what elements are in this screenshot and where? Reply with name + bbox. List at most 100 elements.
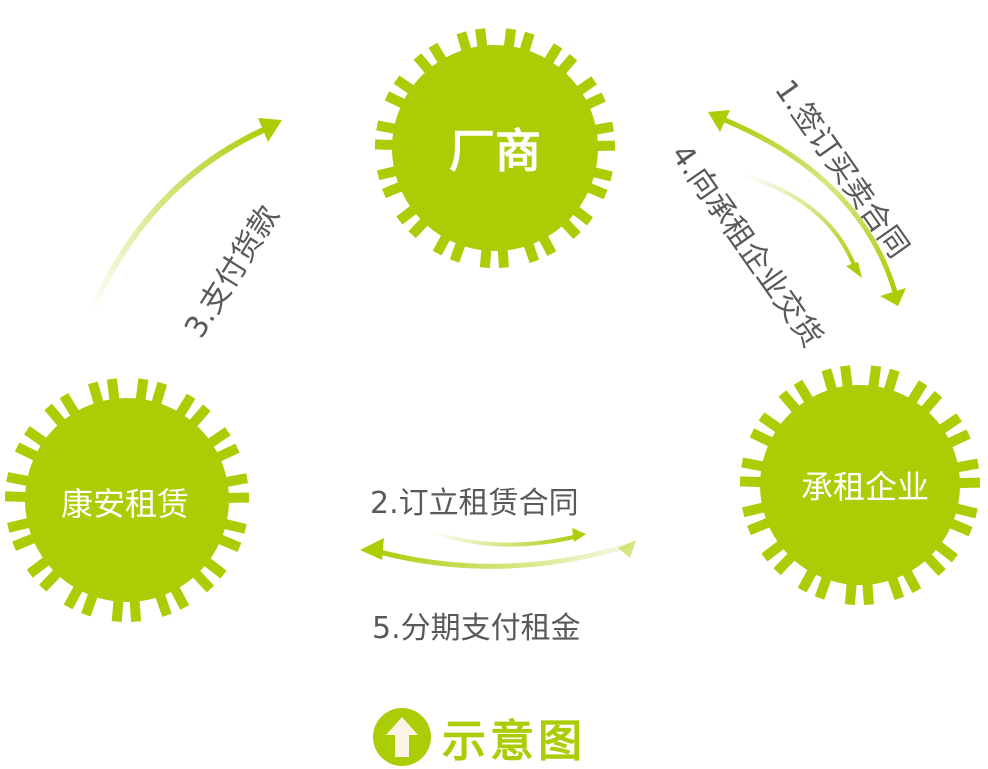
gear-tooth bbox=[155, 383, 162, 406]
gear-tooth bbox=[455, 241, 462, 261]
gear-tooth bbox=[947, 434, 969, 444]
arrow-head-step5 bbox=[360, 538, 384, 560]
gear-tooth bbox=[762, 416, 782, 430]
arrow-head-step4 bbox=[846, 262, 862, 278]
gear-tooth bbox=[592, 127, 613, 131]
gear-tooth bbox=[485, 247, 487, 268]
gear-tooth bbox=[384, 186, 403, 194]
gear-tooth bbox=[48, 407, 64, 425]
gear-tooth bbox=[64, 396, 76, 417]
gear-tooth bbox=[399, 208, 416, 221]
gear-tooth bbox=[820, 575, 828, 598]
gear-tooth bbox=[179, 396, 192, 416]
step2-label: 2.订立租赁合同 bbox=[370, 478, 579, 522]
gear-tooth bbox=[216, 448, 238, 458]
gear-tooth bbox=[17, 447, 39, 457]
gear-tooth bbox=[194, 572, 210, 590]
gear-tooth bbox=[749, 521, 771, 530]
gear-tooth bbox=[936, 544, 955, 559]
gear-tooth bbox=[591, 171, 611, 176]
legend: 示意图 bbox=[372, 705, 586, 769]
gear-tooth bbox=[948, 522, 970, 531]
gear-tooth bbox=[743, 507, 766, 512]
gear-tooth bbox=[740, 481, 764, 482]
gear-tooth bbox=[417, 56, 431, 72]
gear-tooth bbox=[782, 393, 798, 411]
gear-tooth bbox=[585, 97, 604, 106]
gear-tooth bbox=[560, 57, 574, 73]
gear-tooth bbox=[93, 383, 100, 406]
gear-tooth bbox=[205, 560, 224, 575]
gear-tooth bbox=[586, 186, 605, 194]
gear-tooth bbox=[223, 478, 247, 482]
node-lessee: 承租企业 bbox=[801, 462, 929, 508]
gear-tooth bbox=[573, 209, 590, 222]
gear-tooth bbox=[68, 586, 80, 607]
gear-tooth bbox=[208, 431, 228, 445]
gear-tooth bbox=[577, 80, 594, 92]
gear-tooth bbox=[191, 408, 207, 426]
gear-tooth bbox=[433, 45, 444, 63]
gear-tooth bbox=[86, 592, 94, 615]
gear-tooth bbox=[802, 569, 814, 590]
gear-tooth bbox=[173, 586, 184, 607]
gear-tooth bbox=[826, 370, 833, 393]
gear-tooth bbox=[954, 464, 978, 468]
arrow-up-circle-icon bbox=[372, 707, 432, 767]
gear-tooth bbox=[222, 523, 245, 529]
gear-tooth bbox=[845, 366, 848, 390]
gear-tooth bbox=[542, 235, 552, 253]
gear-tooth bbox=[117, 598, 119, 622]
gear-tooth bbox=[217, 538, 239, 547]
gear-tooth bbox=[752, 433, 774, 443]
gear-tooth bbox=[480, 29, 483, 50]
gear-tooth bbox=[777, 554, 794, 571]
gear-tooth bbox=[112, 379, 115, 403]
gear-tooth bbox=[140, 379, 143, 403]
gear-tooth bbox=[8, 522, 31, 527]
gear-tooth bbox=[43, 571, 60, 588]
gear-tooth bbox=[375, 144, 396, 145]
gear-tooth bbox=[397, 79, 414, 91]
arrow-step2 bbox=[432, 532, 578, 545]
arrow-step5 bbox=[372, 545, 630, 566]
gear-tooth bbox=[867, 581, 869, 605]
gear-tooth bbox=[27, 430, 47, 444]
gear-tooth bbox=[5, 496, 29, 497]
node-manufacturer: 厂商 bbox=[449, 115, 541, 181]
gear-tooth bbox=[953, 508, 976, 514]
gear-tooth bbox=[873, 366, 876, 390]
arrow-head-step5-right bbox=[618, 540, 636, 558]
gear-tooth bbox=[378, 171, 398, 176]
gear-tooth bbox=[412, 220, 427, 235]
gear-tooth bbox=[923, 394, 939, 412]
gear-tooth bbox=[939, 417, 959, 431]
gear-tooth bbox=[850, 581, 852, 605]
gear-tooth bbox=[14, 537, 36, 546]
legend-label: 示意图 bbox=[442, 705, 586, 769]
gear-tooth bbox=[798, 382, 810, 403]
gear-tooth bbox=[891, 576, 899, 599]
node-kangan: 康安租赁 bbox=[61, 479, 189, 525]
gear-tooth bbox=[30, 559, 49, 573]
gear-tooth bbox=[377, 125, 398, 129]
gear-tooth bbox=[508, 29, 511, 50]
gear-tooth bbox=[905, 570, 916, 591]
gear-tooth bbox=[926, 555, 942, 573]
step5-label: 5.分期支付租金 bbox=[372, 603, 581, 647]
gear-tooth bbox=[563, 220, 577, 235]
gear-tooth bbox=[524, 33, 530, 53]
gear-tooth bbox=[387, 96, 406, 105]
arrow-head-step2 bbox=[572, 528, 586, 542]
gear-tooth bbox=[159, 593, 167, 616]
gear-tooth bbox=[7, 477, 31, 482]
gear-tooth bbox=[547, 46, 558, 64]
gear-tooth bbox=[742, 462, 766, 467]
gear-tooth bbox=[527, 242, 534, 262]
gear-tooth bbox=[134, 598, 136, 622]
gear-tooth bbox=[764, 543, 783, 557]
gear-tooth bbox=[502, 247, 504, 268]
gear-tooth bbox=[437, 235, 447, 253]
gear-tooth bbox=[461, 33, 467, 53]
gear-tooth bbox=[910, 383, 923, 403]
